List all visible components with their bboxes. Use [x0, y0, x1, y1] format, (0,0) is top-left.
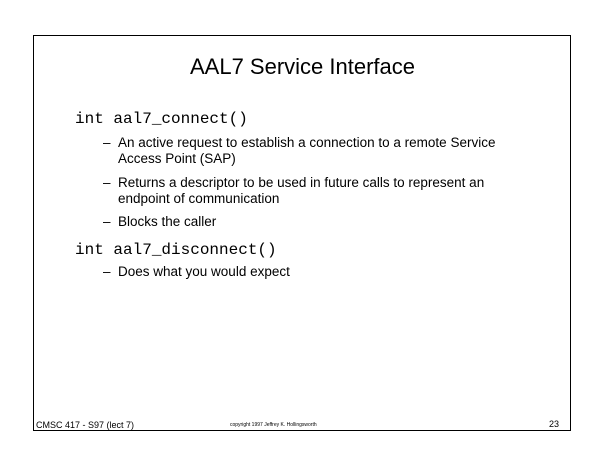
bullet-item: – An active request to establish a conne…: [103, 135, 523, 166]
page-number: 23: [549, 419, 560, 429]
bullet-item: – Does what you would expect: [103, 264, 523, 280]
bullet-text: Blocks the caller: [118, 214, 217, 229]
bullet-text: Does what you would expect: [118, 264, 290, 279]
footer-copyright: copyright 1997 Jeffrey K. Hollingsworth: [230, 422, 317, 428]
bullet-dash: –: [103, 214, 111, 229]
bullet-text: Returns a descriptor to be used in futur…: [118, 175, 485, 206]
footer-course: CMSC 417 - S97 (lect 7): [36, 420, 135, 430]
slide-title: AAL7 Service Interface: [189, 54, 415, 79]
bullet-item: – Returns a descriptor to be used in fut…: [103, 175, 523, 206]
bullet-dash: –: [103, 175, 111, 190]
bullet-text: An active request to establish a connect…: [118, 135, 496, 166]
function-signature-disconnect: int aal7_disconnect(): [75, 241, 277, 259]
bullet-dash: –: [103, 264, 111, 279]
bullet-dash: –: [103, 135, 111, 150]
slide-frame: [33, 35, 571, 431]
bullet-item: – Blocks the caller: [103, 214, 523, 230]
function-signature-connect: int aal7_connect(): [75, 110, 248, 128]
